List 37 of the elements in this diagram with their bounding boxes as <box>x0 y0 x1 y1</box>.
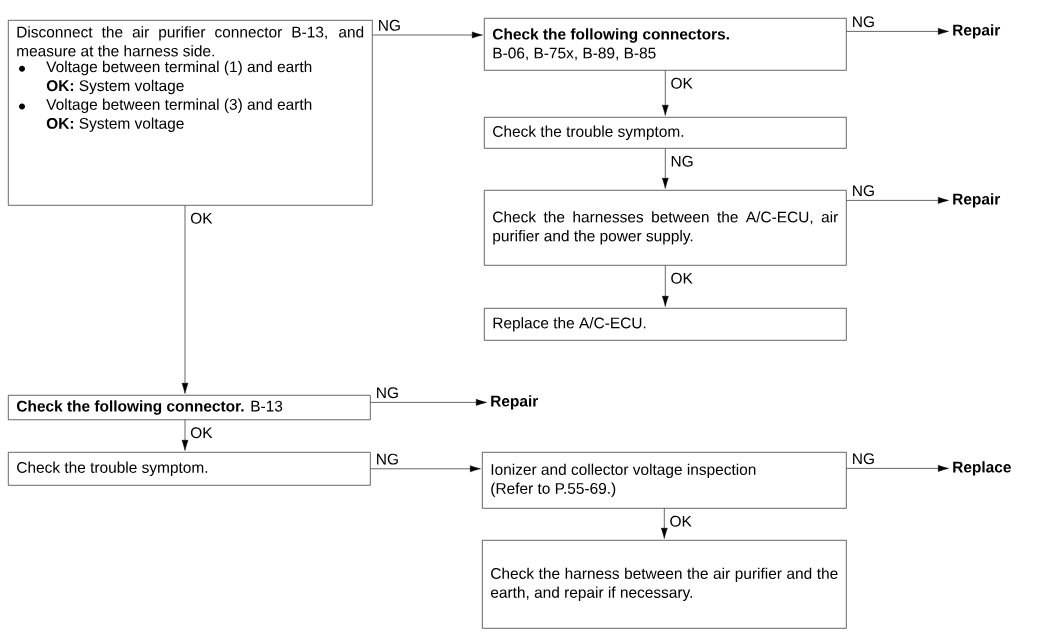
arrow <box>661 70 669 116</box>
edge-label: OK <box>669 271 694 285</box>
arrow <box>370 399 487 406</box>
process-box: Check the following connector. B-13 <box>8 395 371 421</box>
edge-label: NG <box>850 184 876 198</box>
process-box: Replace the A/C-ECU. <box>484 308 847 341</box>
process-box: Check the trouble symptom. <box>8 452 371 486</box>
arrow <box>372 31 483 39</box>
arrow <box>661 148 669 189</box>
edge-label: NG <box>374 386 400 400</box>
result-text: Replace <box>953 461 1011 476</box>
edge-label: NG <box>850 15 876 29</box>
arrow <box>660 508 668 539</box>
process-box: Check the trouble symptom. <box>484 117 847 149</box>
edge-label: NG <box>850 452 876 466</box>
edge-label: OK <box>668 514 693 528</box>
arrow <box>846 465 949 472</box>
arrow <box>181 419 189 451</box>
edge-label: NG <box>374 452 400 466</box>
edge-label: NG <box>669 154 695 168</box>
arrow <box>846 197 949 204</box>
arrow <box>181 205 189 394</box>
edge-label: OK <box>189 426 214 440</box>
result-text: Repair <box>953 193 1001 208</box>
edge-label: OK <box>189 211 214 225</box>
edge-label: NG <box>376 18 402 32</box>
result-text: Repair <box>953 24 1001 39</box>
arrow <box>846 28 949 35</box>
arrow <box>370 465 481 473</box>
process-box: Disconnect the air purifier connector B-13, and measure at the harness side. Voltage between terminal (1) and earth OK: System voltage Voltage between terminal (3) and earth OK: System voltage <box>8 20 373 206</box>
process-box: Check the harness between the air purifier and the earth, and repair if necessary. <box>482 540 847 629</box>
result-text: Repair <box>491 395 539 410</box>
process-box: Check the harnesses between the A/C-ECU, air purifier and the power supply. <box>484 190 847 266</box>
process-box: Check the following connectors. B-06, B-75x, B-89, B-85 <box>484 18 847 71</box>
process-box: Ionizer and collector voltage inspection (Refer to P.55-69.) <box>482 452 847 509</box>
edge-label: OK <box>669 76 694 90</box>
arrow <box>661 265 669 307</box>
